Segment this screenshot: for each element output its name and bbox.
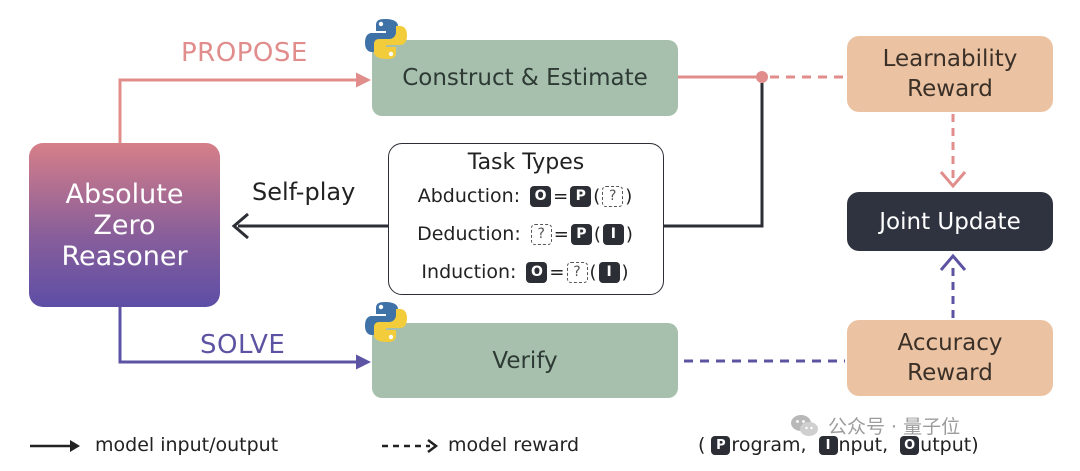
task-row-abduction: Abduction: O = P ( ? ) bbox=[389, 185, 663, 207]
propose-label: PROPOSE bbox=[181, 38, 308, 68]
learnability-to-joint-arrowhead bbox=[939, 171, 967, 189]
task-row-induction: Induction: O = ? ( I ) bbox=[389, 261, 663, 283]
task-label: Induction: bbox=[421, 261, 517, 283]
open-paren: ( bbox=[593, 223, 601, 245]
legend-reward: model reward bbox=[380, 434, 579, 456]
learnability-label: Learnability Reward bbox=[882, 46, 1018, 102]
output-token: O bbox=[900, 435, 920, 455]
legend-output-text: utput) bbox=[920, 434, 979, 456]
equals-sign: = bbox=[549, 261, 565, 283]
python-logo-icon bbox=[365, 302, 407, 342]
watermark-text: 公众号 · 量子位 bbox=[828, 416, 961, 438]
propose-arrow bbox=[118, 72, 371, 143]
input-token: I bbox=[602, 223, 624, 245]
task-types-title: Task Types bbox=[467, 150, 585, 175]
task-label: Abduction: bbox=[417, 185, 521, 207]
open-paren: ( bbox=[589, 261, 597, 283]
construct-estimate-node: Construct & Estimate bbox=[372, 40, 678, 116]
legend-key-open: ( bbox=[698, 434, 706, 456]
task-label: Deduction: bbox=[417, 223, 521, 245]
python-logo-icon bbox=[365, 19, 407, 59]
accuracy-label: Accuracy Reward bbox=[897, 330, 1003, 386]
equals-sign: = bbox=[553, 185, 569, 207]
unknown-token: ? bbox=[566, 261, 588, 283]
legend-program-text: rogram, bbox=[731, 434, 807, 456]
unknown-token: ? bbox=[602, 185, 624, 207]
verify-node: Verify bbox=[372, 323, 678, 398]
output-token: O bbox=[526, 261, 548, 283]
program-token: P bbox=[570, 185, 592, 207]
learnability-reward-node: Learnability Reward bbox=[847, 36, 1053, 112]
legend-token-key: ( P rogram, I nput, O utput) bbox=[698, 434, 979, 456]
self-play-label: Self-play bbox=[252, 178, 356, 206]
solve-label: SOLVE bbox=[200, 330, 286, 360]
solve-arrow bbox=[118, 307, 371, 370]
unknown-token: ? bbox=[530, 223, 552, 245]
legend-dashed-arrowhead bbox=[427, 439, 439, 453]
watermark: 公众号 · 量子位 bbox=[790, 412, 960, 439]
joint-label: Joint Update bbox=[879, 208, 1021, 235]
wechat-icon bbox=[791, 414, 818, 436]
accuracy-to-joint-arrowhead bbox=[939, 253, 967, 271]
absolute-zero-reasoner-node: Absolute Zero Reasoner bbox=[29, 143, 220, 307]
close-paren: ) bbox=[625, 185, 633, 207]
open-paren: ( bbox=[593, 185, 601, 207]
legend-input-text: nput, bbox=[838, 434, 889, 456]
input-token: I bbox=[818, 435, 838, 455]
output-token: O bbox=[530, 185, 552, 207]
junction-to-task-types-line bbox=[664, 83, 764, 228]
program-token: P bbox=[570, 223, 592, 245]
accuracy-reward-node: Accuracy Reward bbox=[847, 320, 1053, 396]
task-row-deduction: Deduction: ? = P ( I ) bbox=[389, 223, 663, 245]
legend-reward-text: model reward bbox=[448, 434, 580, 456]
junction-dot bbox=[756, 71, 768, 83]
close-paren: ) bbox=[621, 261, 629, 283]
joint-update-node: Joint Update bbox=[847, 192, 1053, 251]
legend-io: model input/output bbox=[29, 434, 278, 456]
self-play-arrowhead bbox=[231, 212, 249, 240]
legend-solid-arrowhead bbox=[70, 440, 80, 452]
legend-io-text: model input/output bbox=[95, 434, 279, 456]
equals-sign: = bbox=[553, 223, 569, 245]
verify-label: Verify bbox=[492, 347, 558, 374]
input-token: I bbox=[598, 261, 620, 283]
program-token: P bbox=[711, 435, 731, 455]
azr-label: Absolute Zero Reasoner bbox=[61, 178, 188, 272]
task-types-box: Task Types Abduction: O = P ( ? ) Deduct… bbox=[388, 143, 664, 295]
construct-label: Construct & Estimate bbox=[402, 65, 648, 91]
close-paren: ) bbox=[625, 223, 633, 245]
